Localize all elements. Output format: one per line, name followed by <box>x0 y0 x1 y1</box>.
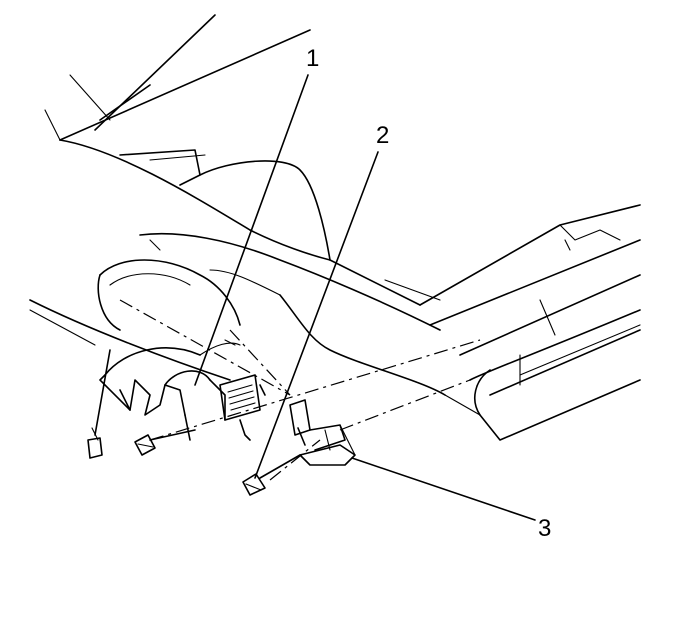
vehicle-front-end <box>419 204 641 441</box>
vehicle-hood <box>44 14 441 306</box>
leader-line-1 <box>194 74 309 386</box>
callout-1: 1 <box>306 45 320 72</box>
fastener-bolt-right <box>242 454 301 496</box>
air-deflector <box>299 424 356 466</box>
leader-line-3 <box>351 457 536 521</box>
callout-3: 3 <box>538 515 552 542</box>
alignment-lines <box>119 299 481 481</box>
vehicle-fender <box>29 232 446 396</box>
fastener-bolt-left <box>87 349 111 459</box>
leader-line-2 <box>254 151 379 479</box>
callout-2: 2 <box>376 122 390 149</box>
splash-shield <box>97 259 241 441</box>
fastener-bolt-center <box>134 429 196 456</box>
bracket-plate <box>219 374 311 446</box>
